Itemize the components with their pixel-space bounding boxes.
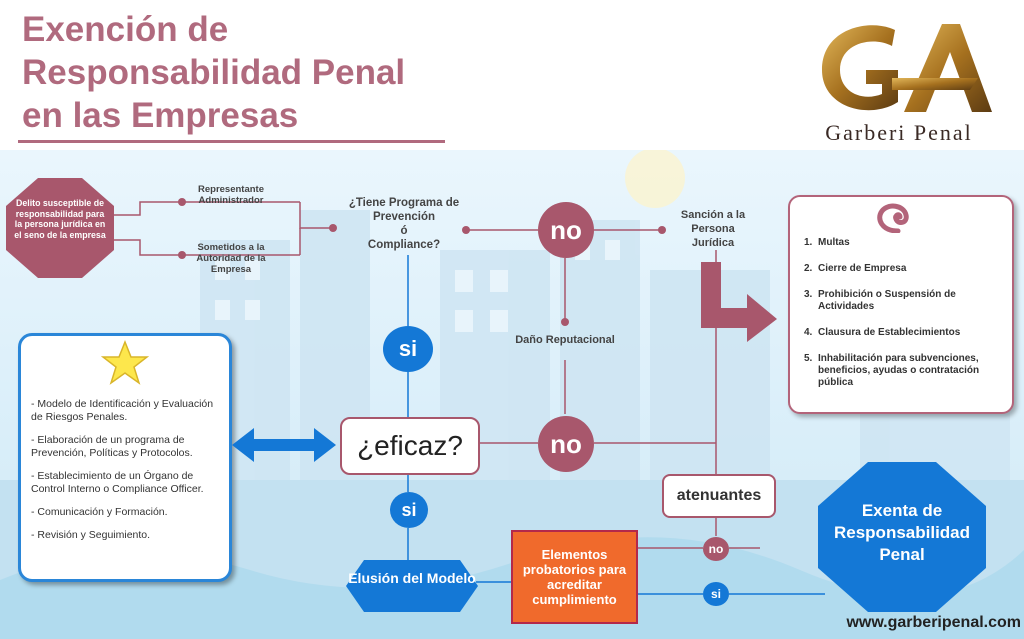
website-url[interactable]: www.garberipenal.com xyxy=(846,614,1021,631)
model-item: - Elaboración de un programa de Prevenci… xyxy=(31,434,193,459)
elbow-arrow-icon xyxy=(701,262,777,342)
question-line-3: ó xyxy=(400,225,408,237)
sanctions-box: 1.Multas 2.Cierre de Empresa 3.Prohibici… xyxy=(788,195,1014,414)
star-icon xyxy=(101,340,149,385)
si-circle-2: si xyxy=(390,492,428,528)
sancion-label: Sanción a la Persona Jurídica xyxy=(680,209,746,249)
exenta-octagon xyxy=(818,462,986,612)
si-circle-1: si xyxy=(383,326,433,372)
dot-pregunta xyxy=(329,224,337,232)
model-item: - Revisión y Seguimiento. xyxy=(31,529,151,541)
sanction-item: 1.Multas xyxy=(804,237,850,248)
dot-sancion xyxy=(658,226,666,234)
dot-sometidos xyxy=(178,251,186,259)
elusion-shape xyxy=(346,560,478,612)
title-underline xyxy=(18,140,445,143)
model-item: - Establecimiento de un Órgano de Contro… xyxy=(31,470,204,495)
page-title: Exención de Responsabilidad Penal en las… xyxy=(22,8,462,137)
title-line-3: en las Empresas xyxy=(22,96,299,135)
sanction-item: 5.Inhabilitación para subvenciones, bene… xyxy=(804,353,980,388)
ga-logo-icon xyxy=(822,24,992,112)
elusion-label: Elusión del Modelo xyxy=(348,570,476,586)
representante-label: Representante Administrador xyxy=(198,184,264,206)
elementos-box: Elementos probatorios para acreditar cum… xyxy=(511,530,638,624)
eficaz-box: ¿eficaz? xyxy=(340,417,480,475)
title-line-1: Exención de xyxy=(22,10,229,49)
double-arrow-icon xyxy=(232,428,336,462)
sanction-item: 4.Clausura de Establecimientos xyxy=(804,327,961,338)
dot-representante xyxy=(178,198,186,206)
sanction-item: 3.Prohibición o Suspensión de Actividade… xyxy=(804,289,956,312)
model-box: - Modelo de Identificación y Evaluación … xyxy=(18,333,232,582)
exenta-label: Exenta de Responsabilidad Penal xyxy=(833,501,971,564)
question-line-4: Compliance? xyxy=(367,239,441,251)
no-circle-2: no xyxy=(538,416,594,472)
spiral-icon xyxy=(877,203,909,233)
no-circle-1: no xyxy=(538,202,594,258)
question-line-1: ¿Tiene Programa de xyxy=(348,197,460,209)
no-circle-3: no xyxy=(703,537,729,561)
model-list: - Modelo de Identificación y Evaluación … xyxy=(31,398,227,552)
dot-pregunta-right xyxy=(462,226,470,234)
delito-octagon xyxy=(6,178,114,278)
model-item: - Comunicación y Formación. xyxy=(31,506,168,518)
sanction-item: 2.Cierre de Empresa xyxy=(804,263,907,274)
dot-dano xyxy=(561,318,569,326)
sanctions-list: 1.Multas 2.Cierre de Empresa 3.Prohibici… xyxy=(804,237,1008,403)
logo-wordmark: Garberi Penal xyxy=(825,120,973,145)
delito-text: Delito susceptible de responsabilidad pa… xyxy=(14,198,106,240)
question-line-2: Prevención xyxy=(373,211,435,223)
atenuantes-box: atenuantes xyxy=(662,474,776,518)
si-circle-3: si xyxy=(703,582,729,606)
title-line-2: Responsabilidad Penal xyxy=(22,53,406,92)
compliance-question: ¿Tiene Programa de Prevención ó Complian… xyxy=(336,196,472,252)
sometidos-label: Sometidos a la Autoridad de la Empresa xyxy=(196,242,266,275)
model-item: - Modelo de Identificación y Evaluación … xyxy=(31,398,214,423)
dano-label: Daño Reputacional xyxy=(515,334,615,346)
